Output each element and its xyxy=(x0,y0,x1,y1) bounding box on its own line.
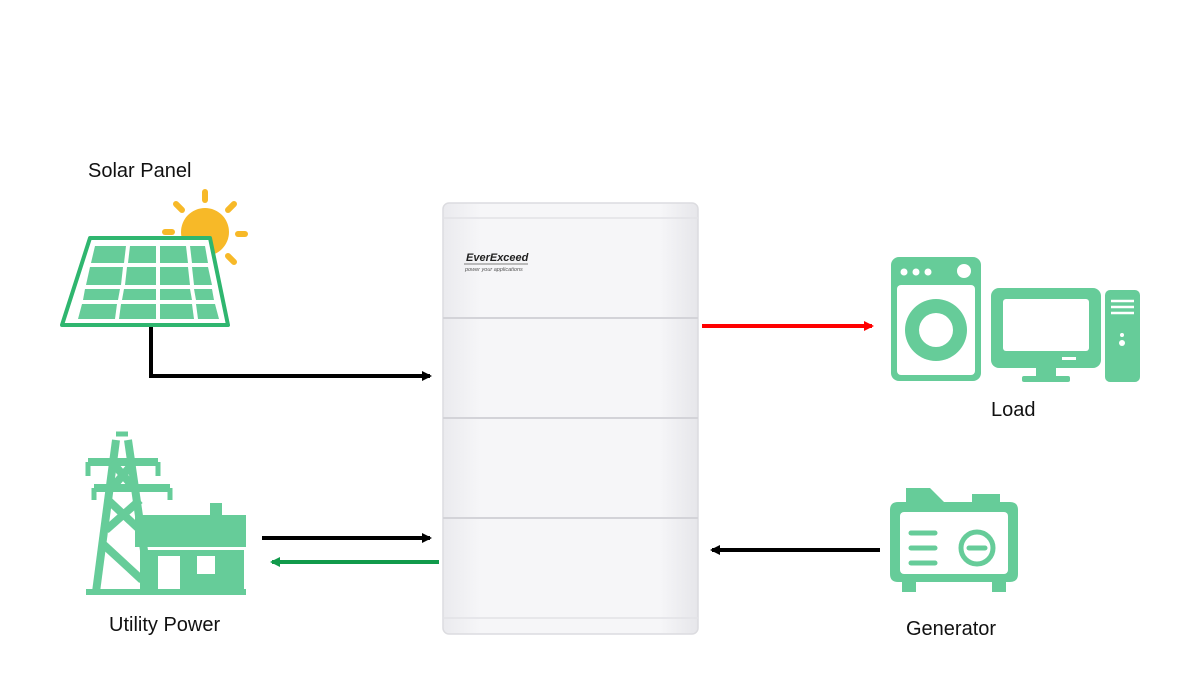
solar-panel-label: Solar Panel xyxy=(88,160,192,182)
solar-panel-icon xyxy=(60,236,230,327)
arrow-solar-to-battery xyxy=(149,327,432,381)
utility-power-label: Utility Power xyxy=(109,614,221,636)
battery-tagline: power your applications xyxy=(464,267,523,273)
battery-brand: EverExceed xyxy=(466,252,529,264)
load-label: Load xyxy=(991,399,1036,421)
generator-label: Generator xyxy=(906,618,997,640)
battery-stack: EverExceed power your applications xyxy=(442,202,699,635)
house-icon xyxy=(86,503,246,595)
washing-machine-icon xyxy=(891,257,981,381)
computer-icon xyxy=(991,288,1140,382)
generator-icon xyxy=(890,488,1018,592)
